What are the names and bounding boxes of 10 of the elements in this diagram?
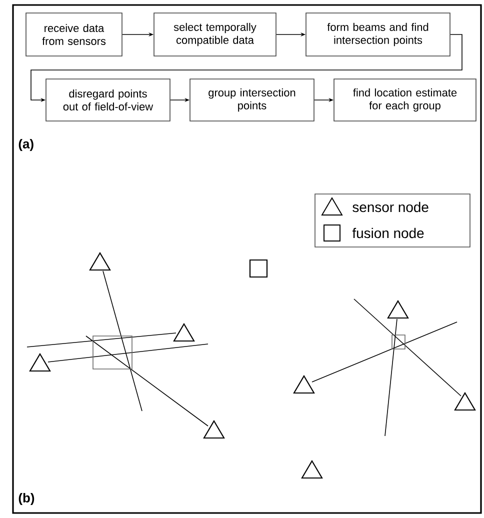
legend-label: fusion node	[352, 228, 424, 238]
legend-label: sensor node	[352, 202, 428, 212]
process-box: group intersection points	[190, 78, 314, 122]
process-box: receive data from sensors	[26, 12, 122, 56]
process-box: disregard points out of field-of-view	[46, 78, 170, 122]
process-box: select temporally compatible data	[154, 12, 276, 56]
process-box: form beams and find intersection points	[306, 12, 450, 56]
panel-label: (a)	[18, 138, 34, 152]
panel-label: (b)	[18, 492, 34, 506]
process-box: find location estimate for each group	[334, 78, 476, 122]
